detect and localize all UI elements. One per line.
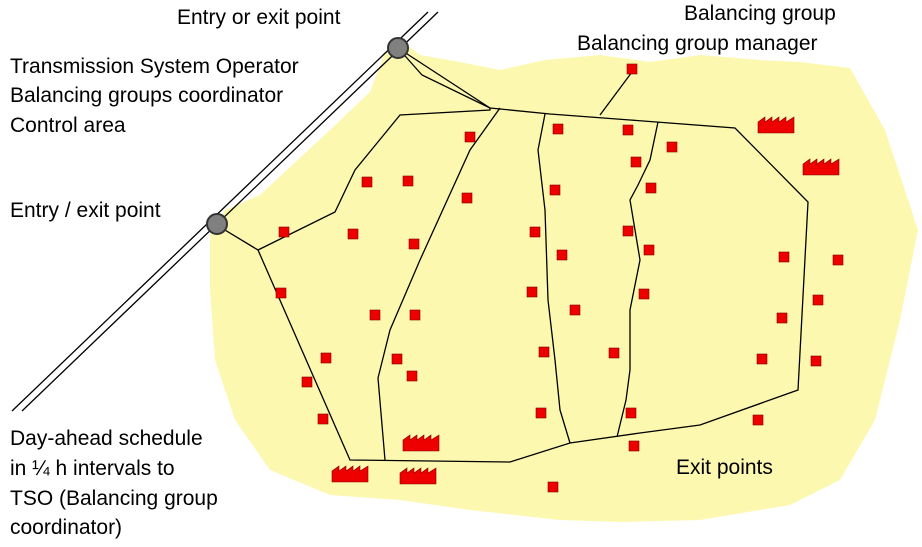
consumer-node-icon (408, 238, 420, 250)
consumer-node-icon (391, 353, 403, 365)
consumer-node-icon (402, 175, 414, 187)
consumer-node-icon (752, 414, 764, 426)
consumer-node-icon (461, 192, 473, 204)
consumer-node-icon (645, 182, 657, 194)
consumer-node-icon (643, 244, 655, 256)
consumer-node-icon (347, 228, 359, 240)
balancing-group-area (210, 38, 918, 522)
label-exit-points: Exit points (676, 456, 773, 479)
consumer-node-icon (409, 309, 421, 321)
label-balancing-group: Balancing group (684, 2, 836, 25)
factory-icon (399, 467, 437, 485)
consumer-node-icon (812, 294, 824, 306)
consumer-node-icon (638, 288, 650, 300)
consumer-node-icon (369, 309, 381, 321)
consumer-node-icon (529, 226, 541, 238)
consumer-node-icon (756, 353, 768, 365)
consumer-node-icon (535, 407, 547, 419)
entry-point-top-icon (387, 37, 409, 59)
label-tso: Transmission System Operator (10, 55, 299, 78)
consumer-node-icon (538, 346, 550, 358)
consumer-node-icon (666, 141, 678, 153)
consumer-node-icon (630, 156, 642, 168)
consumer-nodes (275, 63, 844, 493)
label-schedule-line-3: TSO (Balancing group (10, 487, 218, 510)
label-schedule-line-2: in ¼ h intervals to (10, 457, 175, 480)
label-control-area: Control area (10, 114, 126, 137)
consumer-node-icon (778, 251, 790, 263)
network-line (599, 71, 633, 116)
consumer-node-icon (317, 413, 329, 425)
network-line (537, 113, 571, 444)
factory-icon (331, 465, 369, 483)
distribution-network (214, 47, 809, 463)
transmission-line-b (21, 11, 439, 412)
consumer-node-icon (526, 286, 538, 298)
factory-icon (757, 116, 795, 134)
consumer-node-icon (622, 225, 634, 237)
consumer-node-icon (320, 352, 332, 364)
consumer-node-icon (626, 63, 638, 75)
consumer-node-icon (625, 407, 637, 419)
label-schedule-line-1: Day-ahead schedule (10, 427, 203, 450)
consumer-node-icon (776, 312, 788, 324)
consumer-node-icon (549, 184, 561, 196)
network-line (257, 108, 491, 251)
consumer-node-icon (552, 123, 564, 135)
consumer-node-icon (361, 176, 373, 188)
consumer-node-icon (464, 131, 476, 143)
consumer-node-icon (832, 254, 844, 266)
consumer-node-icon (406, 370, 418, 382)
label-bgc: Balancing groups coordinator (10, 84, 284, 107)
consumer-node-icon (608, 347, 620, 359)
consumer-node-icon (569, 304, 581, 316)
factory-icon (802, 158, 840, 176)
consumer-node-icon (810, 355, 822, 367)
factory-icon (402, 434, 440, 452)
transmission-line-a (11, 11, 429, 412)
consumer-node-icon (628, 440, 640, 452)
network-line (214, 47, 809, 463)
label-entry-or-exit-point: Entry or exit point (177, 6, 341, 29)
entry-point-left-icon (206, 213, 228, 235)
transmission-line (11, 11, 439, 412)
consumer-node-icon (547, 481, 559, 493)
label-entry-exit-point: Entry / exit point (10, 199, 161, 222)
network-line (397, 47, 491, 109)
consumer-node-icon (556, 249, 568, 261)
consumer-node-icon (301, 376, 313, 388)
consumer-node-icon (278, 226, 290, 238)
network-line (377, 107, 501, 461)
label-schedule-line-4: coordinator) (10, 516, 123, 539)
label-balancing-group-manager: Balancing group manager (577, 32, 818, 55)
factory-nodes (331, 116, 840, 485)
network-line (616, 121, 659, 438)
consumer-node-icon (622, 124, 634, 136)
consumer-node-icon (275, 287, 287, 299)
